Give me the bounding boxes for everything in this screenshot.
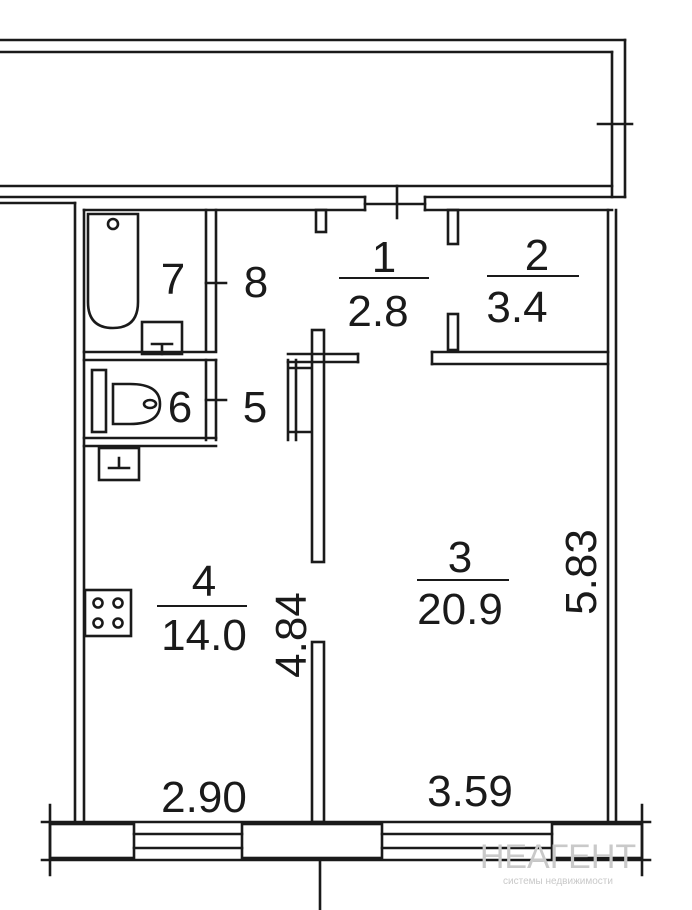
left-wall — [73, 201, 86, 824]
top-wall — [0, 201, 614, 212]
room-4-area: 14.0 — [161, 611, 247, 660]
bathroom-door-frame — [286, 358, 312, 442]
room-7-number: 7 — [161, 255, 185, 304]
watermark-brand: НЕАГЕНТ — [480, 838, 636, 876]
dimension-kitchen-length: 4.84 — [267, 592, 316, 678]
room-3-area: 20.9 — [417, 585, 503, 634]
room-4-number: 4 — [192, 557, 216, 606]
room-1-area: 2.8 — [347, 287, 408, 336]
balcony — [0, 38, 634, 199]
room-3-number: 3 — [448, 533, 472, 582]
room-2-area: 3.4 — [486, 283, 547, 332]
room-fraction-bars — [157, 275, 579, 607]
window-wall — [40, 803, 652, 910]
room-6-number: 6 — [168, 383, 192, 432]
dimension-living-width: 3.59 — [427, 767, 513, 816]
right-wall — [606, 208, 618, 824]
dimension-kitchen-width: 2.90 — [161, 773, 247, 822]
partition-corridor-kitchen — [286, 328, 360, 564]
wc-sink — [97, 446, 141, 482]
toilet — [90, 368, 162, 434]
room-5-number: 5 — [243, 383, 267, 432]
watermark-tagline: системы недвижимости — [503, 876, 613, 887]
balcony-door — [363, 184, 427, 220]
partition-corridor-stubs — [314, 208, 460, 352]
bathtub — [86, 212, 140, 330]
bathroom-walls — [82, 208, 228, 448]
bathroom-sink — [140, 320, 184, 356]
room-2-number: 2 — [525, 231, 549, 280]
dimension-living-length: 5.83 — [557, 529, 606, 615]
stove — [83, 588, 133, 638]
room-1-number: 1 — [372, 233, 396, 282]
partition-storage — [430, 350, 610, 366]
room-8-number: 8 — [244, 258, 268, 307]
